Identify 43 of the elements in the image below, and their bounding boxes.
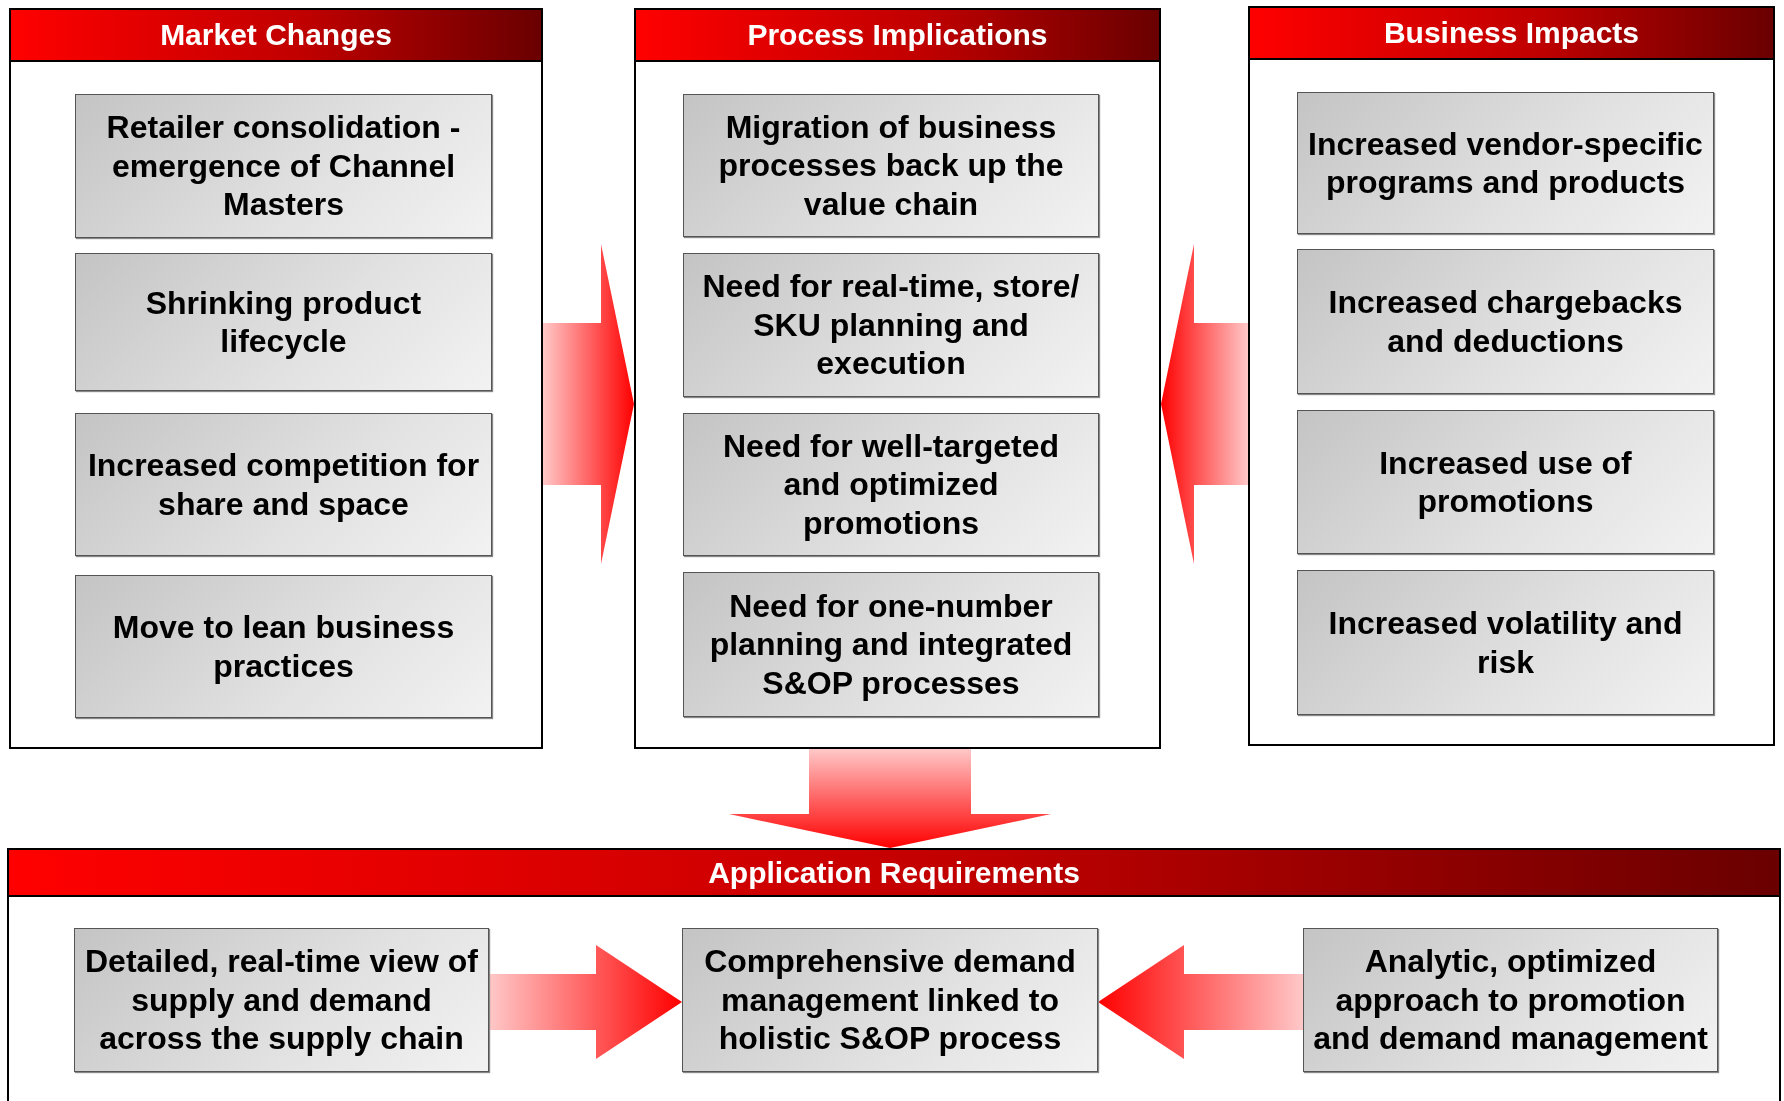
panel [9, 8, 543, 749]
block-arrow [1161, 244, 1248, 564]
box-text: Retailer consolidation - emergence of Channel Masters [105, 108, 462, 224]
box-text: Increased chargebacks and deductions [1327, 283, 1684, 360]
text-box [1297, 249, 1714, 394]
box-text: Increased volatility and risk [1327, 604, 1684, 681]
box-text: Analytic, optimized approach to promotion and demand management [1312, 942, 1709, 1058]
panel-header: Application Requirements [7, 848, 1781, 897]
box-text: Need for well-targeted and optimized promotions [721, 426, 1061, 543]
text-box [75, 575, 492, 718]
block-arrow [1098, 945, 1303, 1059]
box-text: Shrinking product lifecycle [144, 283, 423, 361]
block-arrow [729, 749, 1051, 848]
panel-header: Process Implications [634, 8, 1161, 62]
box-text: Increased competition for share and space [86, 446, 481, 523]
text-box [75, 94, 492, 238]
panel-header: Business Impacts [1248, 6, 1775, 60]
box-text: Move to lean business practices [111, 608, 456, 685]
box-text: Need for one-number planning and integrated S&OP processes [708, 586, 1074, 703]
text-box [1297, 570, 1714, 715]
panel [634, 8, 1161, 749]
panel [7, 848, 1781, 1101]
box-text: Increased vendor-specific programs and products [1307, 124, 1704, 202]
text-box [74, 928, 489, 1072]
text-box [1303, 928, 1718, 1072]
box-text: Migration of business processes back up the value chain [717, 107, 1065, 224]
panel [1248, 6, 1775, 746]
block-arrow [489, 945, 682, 1059]
text-box [683, 253, 1099, 397]
text-box [683, 572, 1099, 717]
text-box [1297, 92, 1714, 234]
box-text: Comprehensive demand management linked to holistic S&OP process [703, 942, 1077, 1058]
text-box [683, 413, 1099, 556]
panel-header: Market Changes [9, 8, 543, 62]
block-arrow [543, 244, 634, 564]
text-box [1297, 410, 1714, 554]
box-text: Detailed, real-time view of supply and demand across the supply chain [84, 942, 479, 1058]
text-box [75, 253, 492, 391]
text-box [75, 413, 492, 556]
box-text: Need for real-time, store/ SKU planning and execution [701, 267, 1081, 383]
text-box [683, 94, 1099, 237]
box-text: Increased use of promotions [1378, 443, 1633, 521]
text-box [682, 928, 1098, 1072]
